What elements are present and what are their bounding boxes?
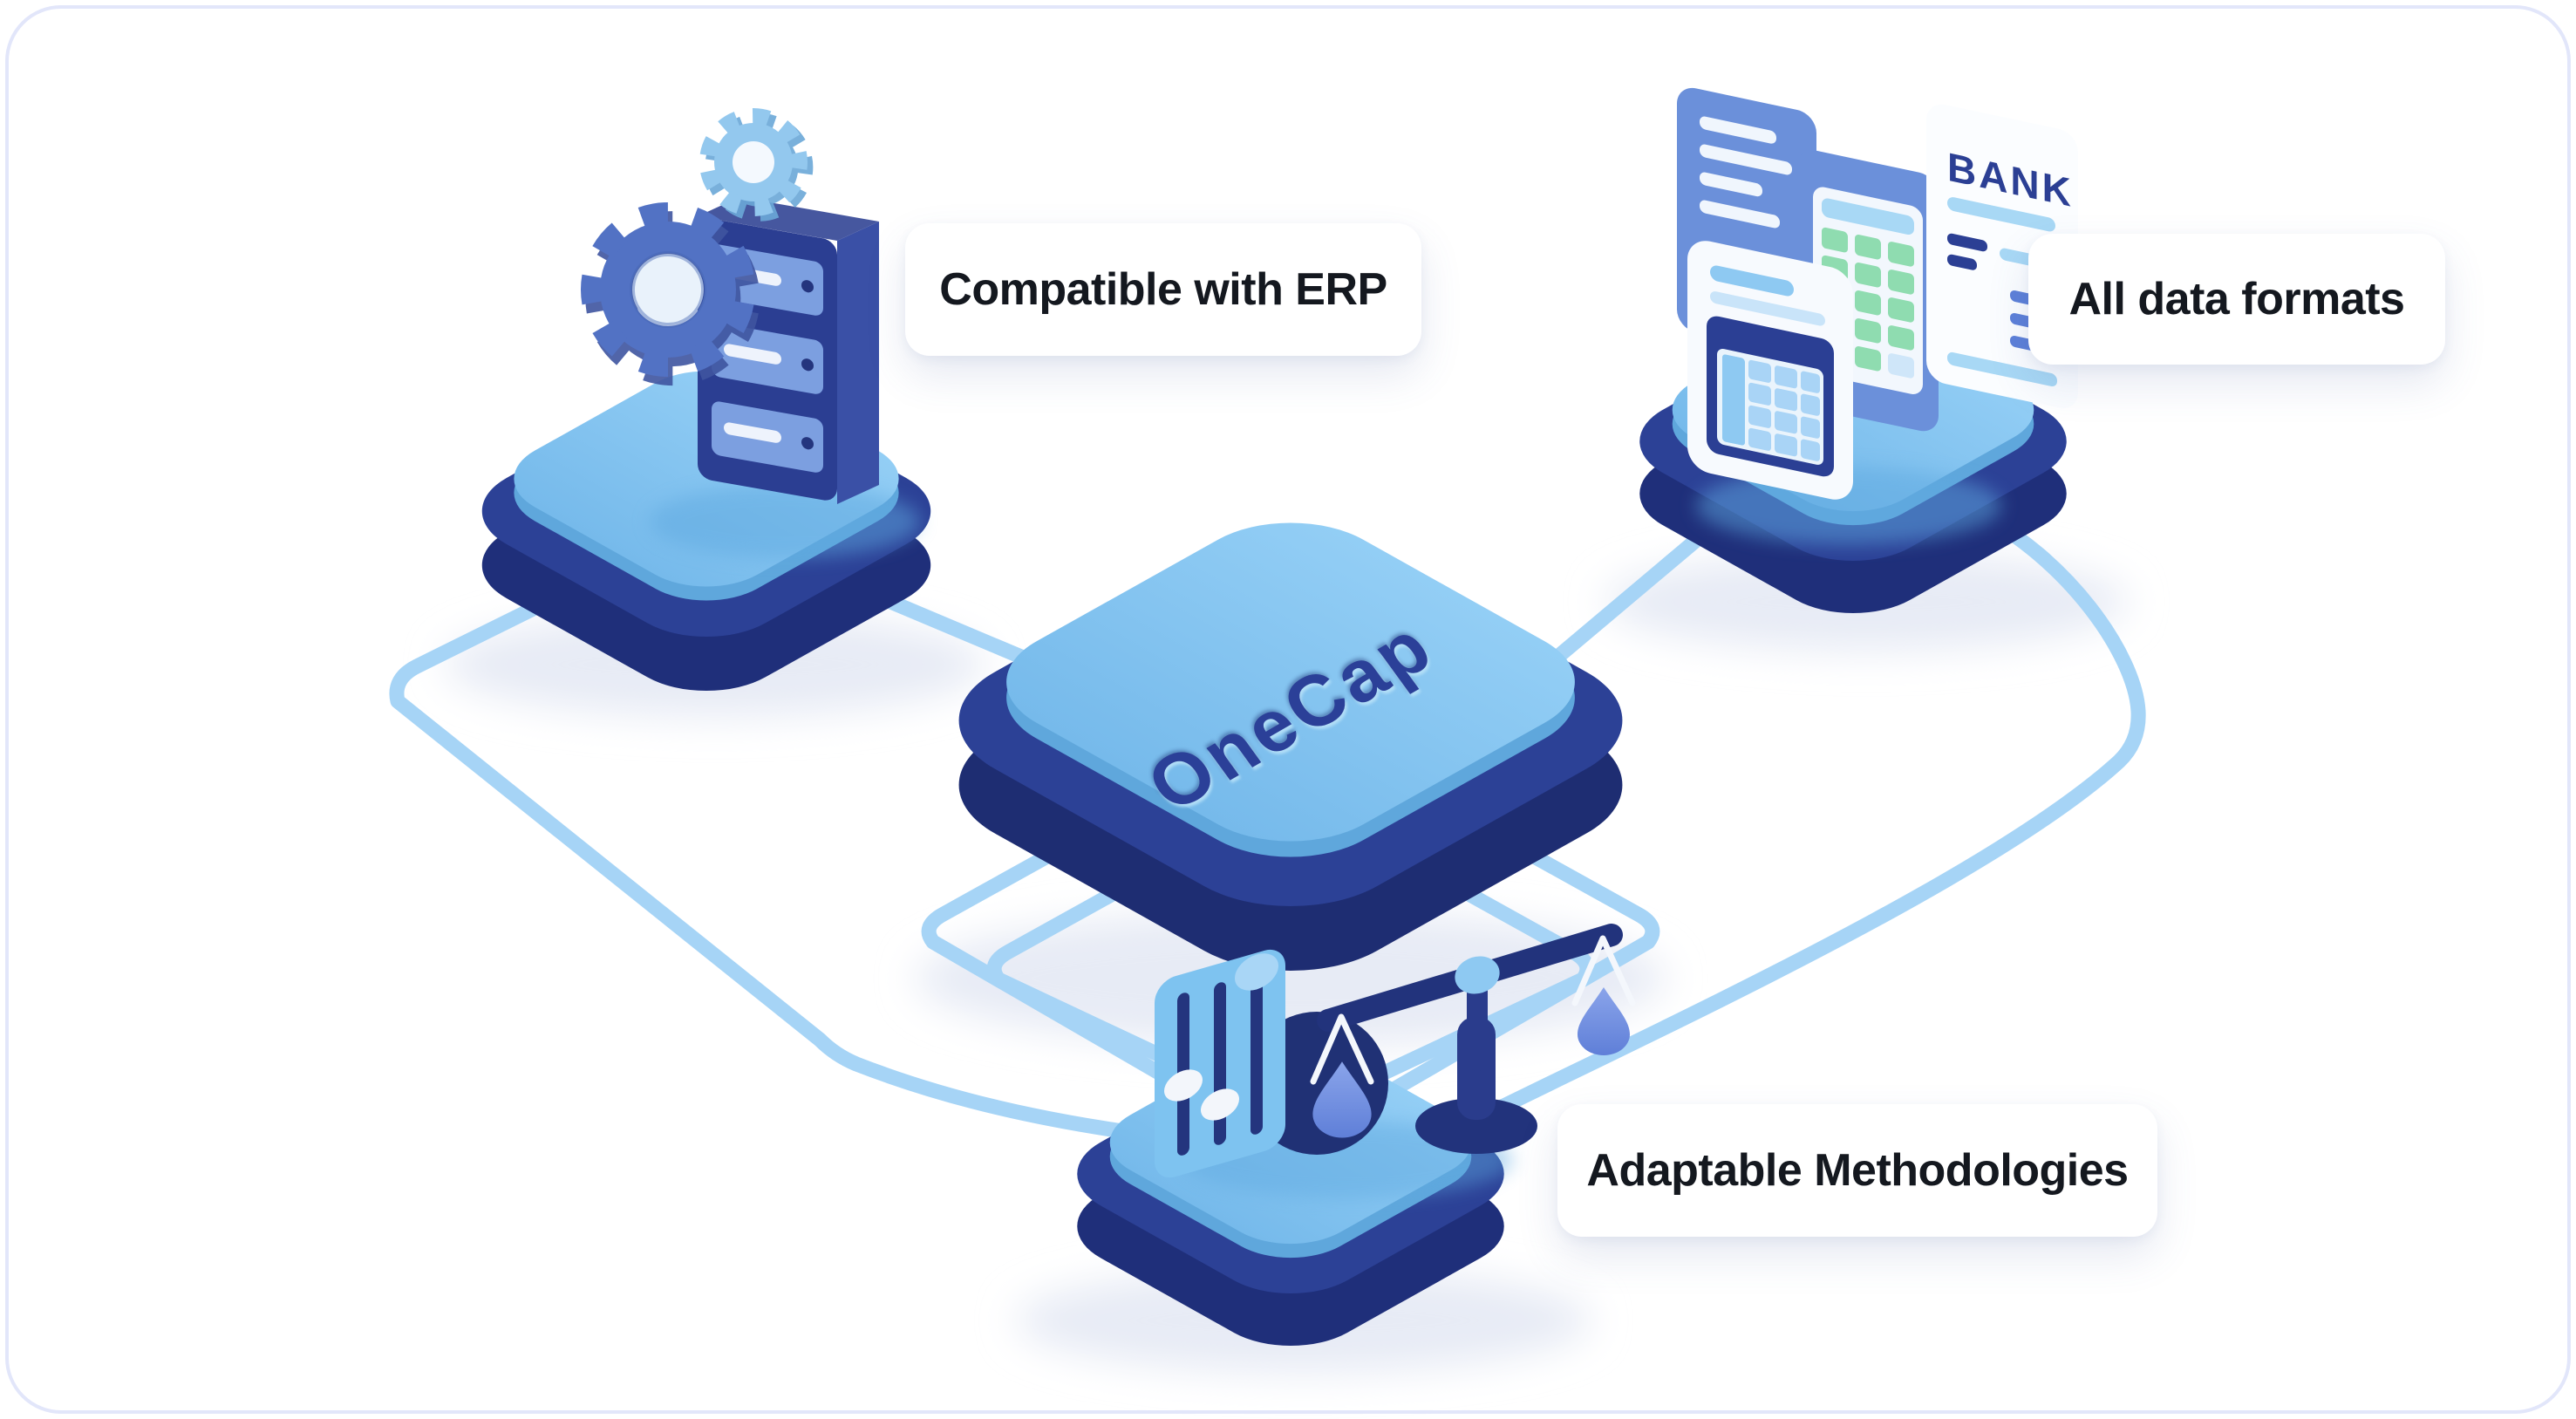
- documents-surface-shadow: [1696, 467, 2001, 544]
- server-surface-shadow: [650, 485, 920, 558]
- wire-center-bottom-left-2: [986, 856, 1253, 1103]
- wire-data-loop-to-bottom: [1454, 505, 2146, 1135]
- scale-right-strings: [1571, 935, 1636, 1006]
- gear-small-icon: [699, 108, 814, 222]
- platform-methodologies: [1077, 924, 1636, 1347]
- server-bay: [712, 323, 823, 394]
- slider-track: [1214, 982, 1226, 1145]
- connector-wires: [389, 505, 2146, 1142]
- platform-data-formats: BANK: [1639, 87, 2078, 614]
- slider-knob: [1235, 953, 1278, 991]
- calculator-icon: [1687, 241, 1853, 500]
- server-bay: [712, 401, 823, 473]
- platform-erp: [481, 108, 931, 692]
- scale-left-strings: [1310, 1013, 1374, 1085]
- scale-pivot: [1455, 956, 1500, 994]
- scale-base: [1415, 1098, 1537, 1154]
- scale-right-weight: [1578, 987, 1630, 1055]
- platform-onecap: [958, 522, 1623, 972]
- platform-onecap-face: [1006, 522, 1575, 842]
- wire-center-bottom-right-1: [1387, 819, 1660, 1096]
- label-all-data-formats: All data formats: [2028, 234, 2445, 365]
- balance-scale-icon: [1310, 924, 1636, 1154]
- label-adaptable-methodologies: Adaptable Methodologies: [1557, 1104, 2157, 1237]
- slider-knob: [1164, 1069, 1203, 1102]
- label-compatible-with-erp: Compatible with ERP: [905, 223, 1421, 356]
- slider-knob: [1201, 1088, 1239, 1121]
- wire-erp-loop-to-bottom: [389, 575, 1148, 1142]
- wire-center-bottom-left-1: [921, 819, 1194, 1096]
- scale-left-weight: [1312, 1061, 1372, 1138]
- documents-icon: BANK: [1677, 87, 2078, 500]
- server-icon: [698, 197, 879, 504]
- server-side-face: [837, 222, 879, 504]
- sliders-icon: [1155, 949, 1285, 1178]
- gear-large-icon: [581, 202, 760, 386]
- slider-track: [1251, 972, 1263, 1135]
